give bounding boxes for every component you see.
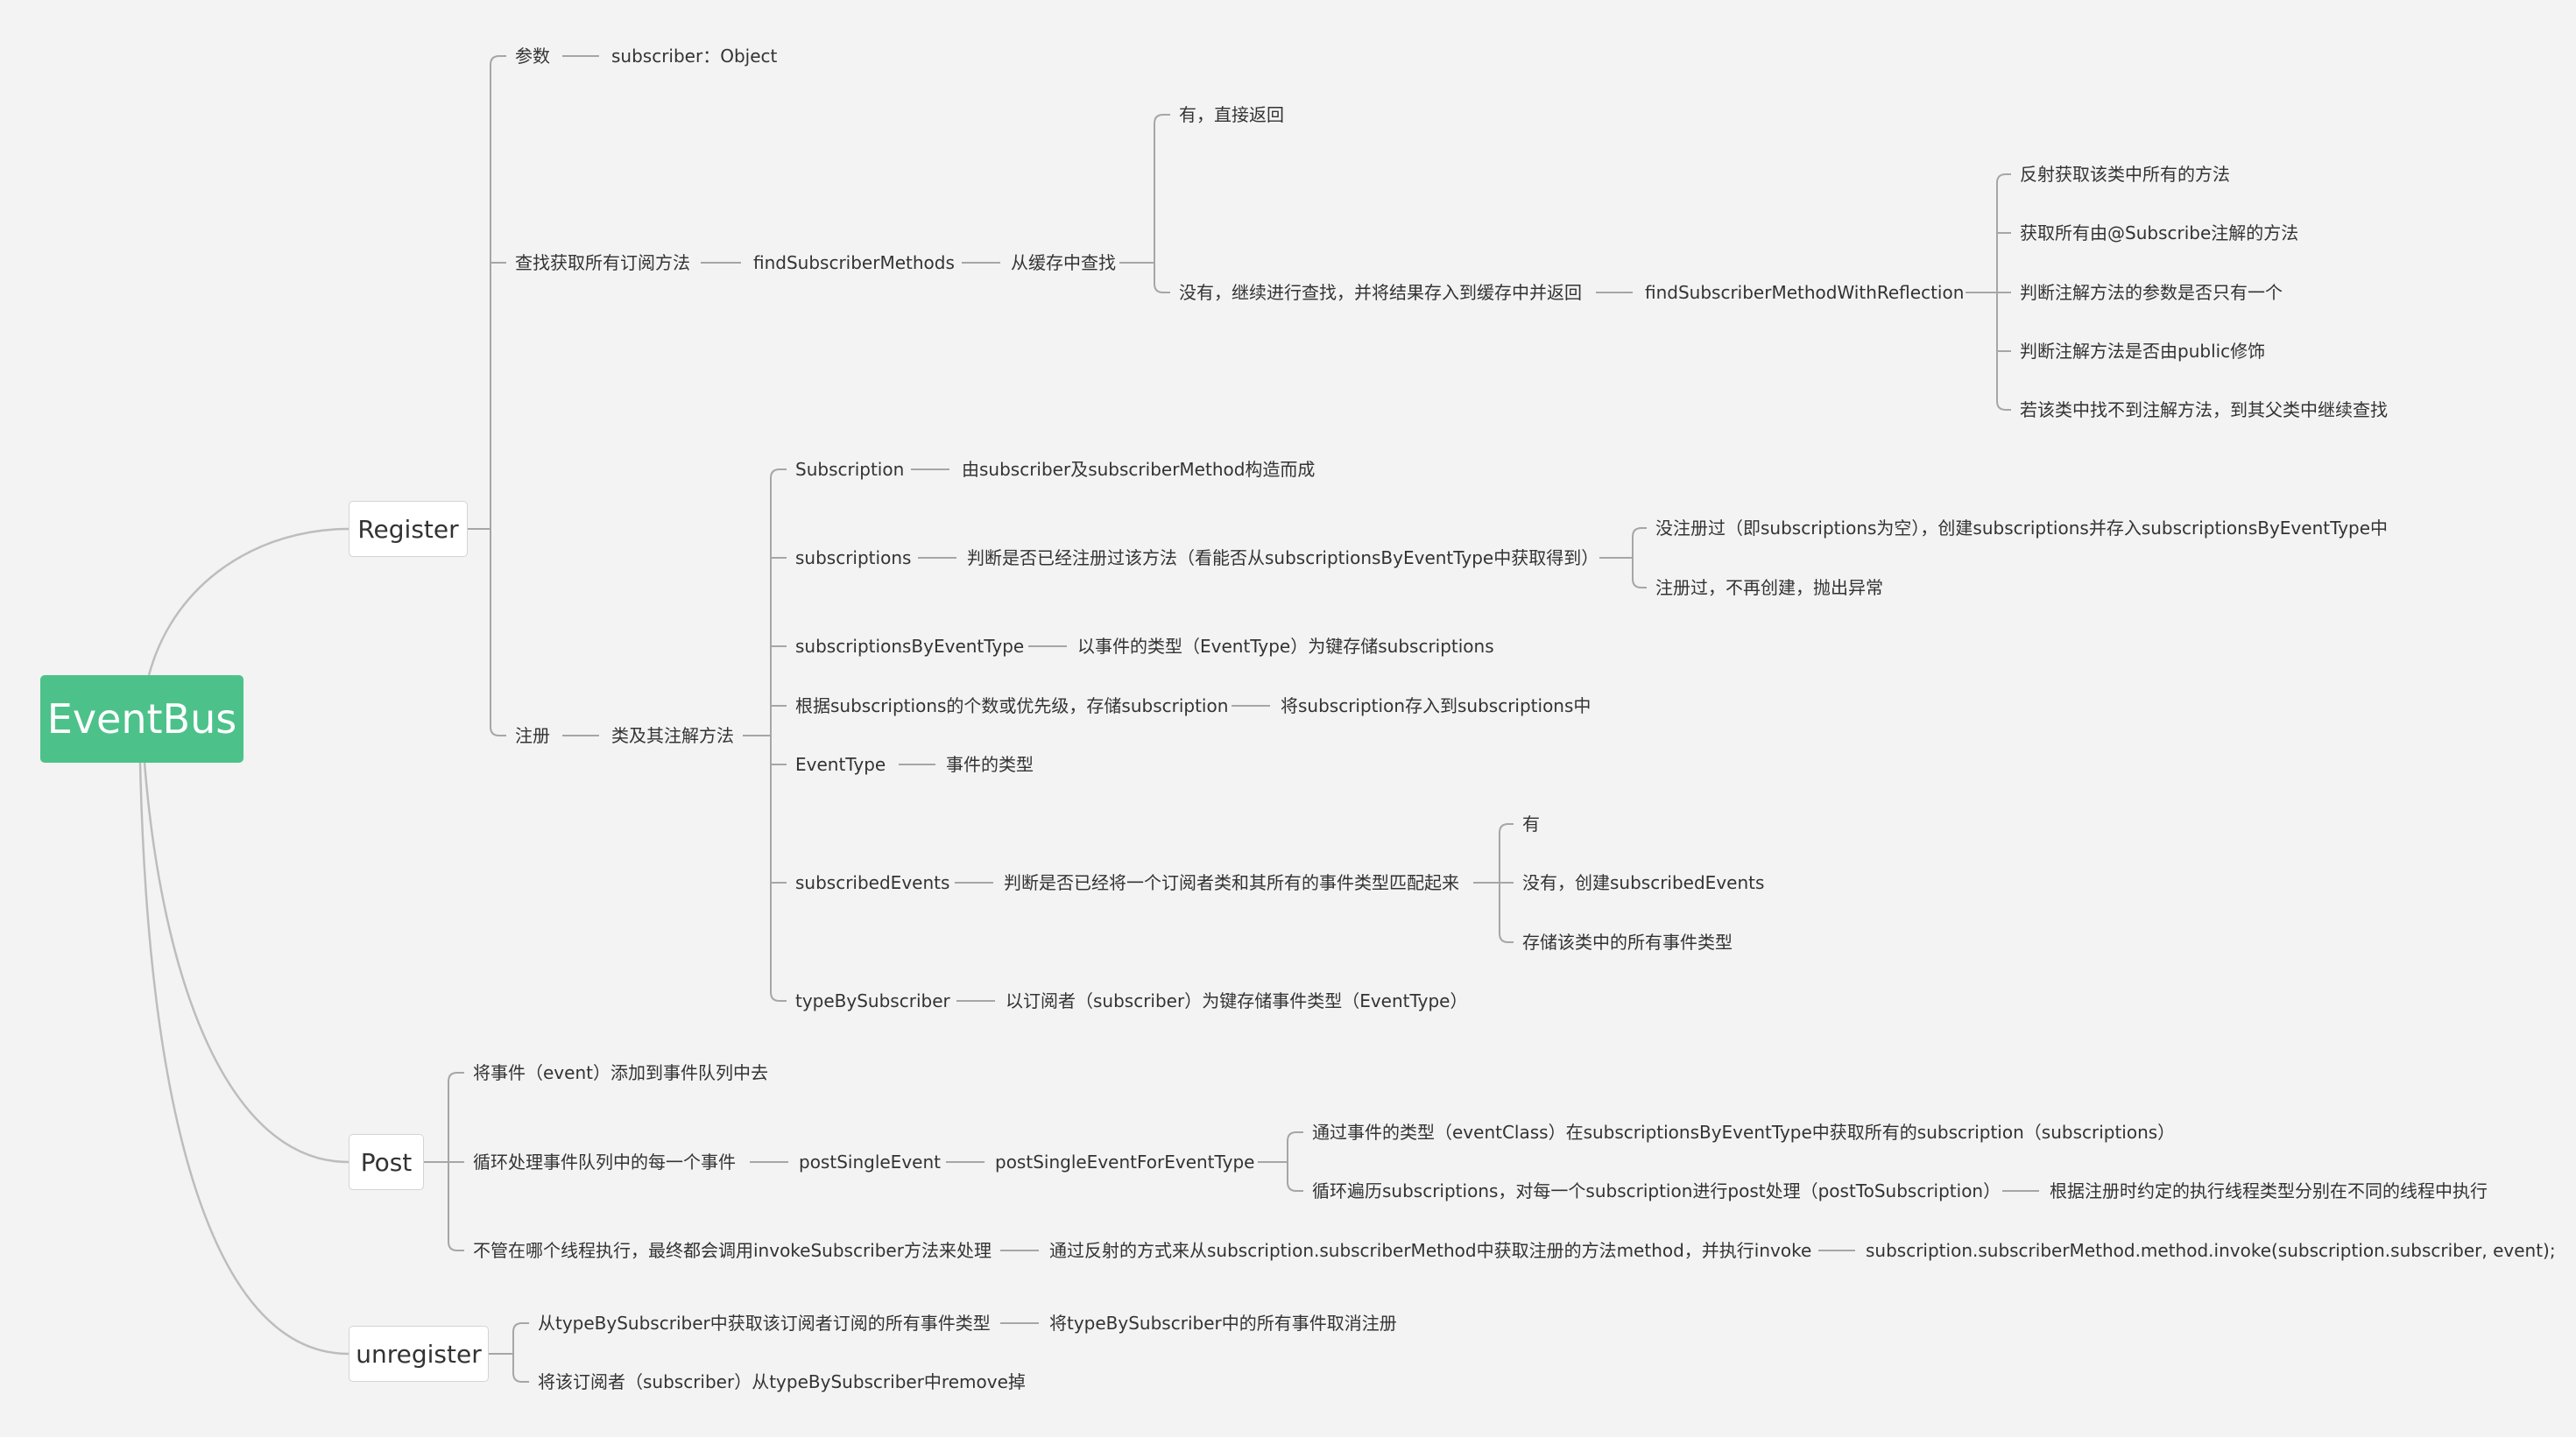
node-type-by-subscriber-desc[interactable]: 以订阅者（subscriber）为键存储事件类型（EventType） <box>1006 990 1468 1011</box>
branch-register-label: Register <box>357 514 459 544</box>
node-subscriptions[interactable]: subscriptions <box>795 547 912 568</box>
branch-register[interactable]: Register <box>349 501 468 557</box>
bracket-arm <box>1632 578 1647 588</box>
node-register-action[interactable]: 注册 <box>515 725 550 746</box>
node-subscriptions-option-1[interactable]: 没注册过（即subscriptions为空），创建subscriptions并存… <box>1655 518 2389 539</box>
node-post-for-type-step-1[interactable]: 通过事件的类型（eventClass）在subscriptionsByEvent… <box>1312 1122 2176 1143</box>
branch-post-label: Post <box>360 1147 413 1177</box>
node-subscribed-events-option-2[interactable]: 没有，创建subscribedEvents <box>1522 872 1765 893</box>
node-reflection-step-1[interactable]: 反射获取该类中所有的方法 <box>2020 164 2230 185</box>
node-post-for-type-step-2[interactable]: 循环遍历subscriptions，对每一个subscription进行post… <box>1312 1180 2001 1201</box>
node-reflection-step-5[interactable]: 若该类中找不到注解方法，到其父类中继续查找 <box>2020 399 2388 420</box>
node-cache-hit[interactable]: 有，直接返回 <box>1179 104 1284 125</box>
node-post-invoke-call[interactable]: subscription.subscriberMethod.method.inv… <box>1866 1240 2556 1261</box>
node-unregister-remove[interactable]: 将该订阅者（subscriber）从typeBySubscriber中remov… <box>538 1371 1026 1392</box>
node-param[interactable]: 参数 <box>515 46 550 67</box>
node-event-type-desc[interactable]: 事件的类型 <box>946 754 1034 775</box>
node-post-invoke[interactable]: 不管在哪个线程执行，最终都会调用invokeSubscriber方法来处理 <box>473 1240 992 1261</box>
node-param-value[interactable]: subscriber：Object <box>611 46 778 67</box>
bracket-arm <box>1287 1181 1303 1192</box>
node-unregister-cancel[interactable]: 将typeBySubscriber中的所有事件取消注册 <box>1049 1313 1397 1334</box>
node-subscriptions-by-event-type[interactable]: subscriptionsByEventType <box>795 636 1025 657</box>
bracket-arm <box>512 1372 529 1383</box>
bracket-arm <box>770 991 787 1002</box>
node-reflection-step-2[interactable]: 获取所有由@Subscribe注解的方法 <box>2020 222 2299 243</box>
node-post-loop[interactable]: 循环处理事件队列中的每一个事件 <box>473 1152 736 1173</box>
node-post-single-event[interactable]: postSingleEvent <box>799 1152 941 1173</box>
bracket-arm <box>1632 527 1647 538</box>
bracket-arm <box>448 1072 464 1082</box>
bracket-arm <box>1154 114 1170 124</box>
node-post-thread[interactable]: 根据注册时约定的执行线程类型分别在不同的线程中执行 <box>2050 1180 2488 1201</box>
node-reflection-step-4[interactable]: 判断注解方法是否由public修饰 <box>2020 341 2266 362</box>
node-subscribed-events-option-1[interactable]: 有 <box>1522 814 1540 835</box>
node-find-from-cache[interactable]: 从缓存中查找 <box>1011 252 1116 273</box>
node-cache-miss[interactable]: 没有，继续进行查找，并将结果存入到缓存中并返回 <box>1179 282 1582 303</box>
node-find-with-reflection[interactable]: findSubscriberMethodWithReflection <box>1645 282 1965 303</box>
bracket-arm <box>1996 173 2011 184</box>
node-find-methods[interactable]: 查找获取所有订阅方法 <box>515 252 690 273</box>
node-post-reflect[interactable]: 通过反射的方式来从subscription.subscriberMethod中获… <box>1049 1240 1812 1261</box>
node-post-enqueue[interactable]: 将事件（event）添加到事件队列中去 <box>473 1062 768 1083</box>
node-type-by-subscriber[interactable]: typeBySubscriber <box>795 990 950 1011</box>
node-subscribed-events-option-3[interactable]: 存储该类中的所有事件类型 <box>1522 932 1733 953</box>
node-priority-store-desc[interactable]: 将subscription存入到subscriptions中 <box>1281 695 1591 716</box>
bracket-arm <box>770 468 787 479</box>
node-find-subscriber-methods[interactable]: findSubscriberMethods <box>753 252 955 273</box>
bracket-arm <box>1287 1131 1303 1142</box>
bracket-arm <box>1499 933 1514 943</box>
root-curve-register <box>147 527 349 676</box>
node-subscription-desc[interactable]: 由subscriber及subscriberMethod构造而成 <box>962 459 1316 480</box>
node-event-type[interactable]: EventType <box>795 754 886 775</box>
bracket-arm <box>512 1322 529 1333</box>
root-curve-unregister <box>138 762 349 1356</box>
node-reflection-step-3[interactable]: 判断注解方法的参数是否只有一个 <box>2020 282 2283 303</box>
node-subscribed-events-desc[interactable]: 判断是否已经将一个订阅者类和其所有的事件类型匹配起来 <box>1004 872 1459 893</box>
branch-unregister-label: unregister <box>356 1339 482 1369</box>
bracket-arm <box>490 55 506 66</box>
node-subscription[interactable]: Subscription <box>795 459 905 480</box>
branch-unregister[interactable]: unregister <box>349 1326 489 1382</box>
node-class-and-methods[interactable]: 类及其注解方法 <box>611 725 734 746</box>
branch-post[interactable]: Post <box>349 1134 424 1190</box>
node-subscribed-events[interactable]: subscribedEvents <box>795 872 950 893</box>
bracket-arm <box>1499 823 1514 834</box>
bracket-arm <box>490 726 506 736</box>
bracket-arm <box>1996 400 2011 411</box>
node-subscriptions-by-event-type-desc[interactable]: 以事件的类型（EventType）为键存储subscriptions <box>1077 636 1494 657</box>
node-priority-store[interactable]: 根据subscriptions的个数或优先级，存储subscription <box>795 695 1229 716</box>
root-label: EventBus <box>46 695 237 743</box>
bracket-arm <box>448 1241 464 1251</box>
node-unregister-get[interactable]: 从typeBySubscriber中获取该订阅者订阅的所有事件类型 <box>538 1313 991 1334</box>
root-curve-post <box>143 762 349 1164</box>
node-subscriptions-desc[interactable]: 判断是否已经注册过该方法（看能否从subscriptionsByEventTyp… <box>967 547 1599 568</box>
root-node-eventbus[interactable]: EventBus <box>40 675 243 763</box>
node-post-single-event-for-type[interactable]: postSingleEventForEventType <box>995 1152 1255 1173</box>
node-subscriptions-option-2[interactable]: 注册过，不再创建，抛出异常 <box>1655 577 1883 598</box>
bracket-arm <box>1154 283 1170 293</box>
